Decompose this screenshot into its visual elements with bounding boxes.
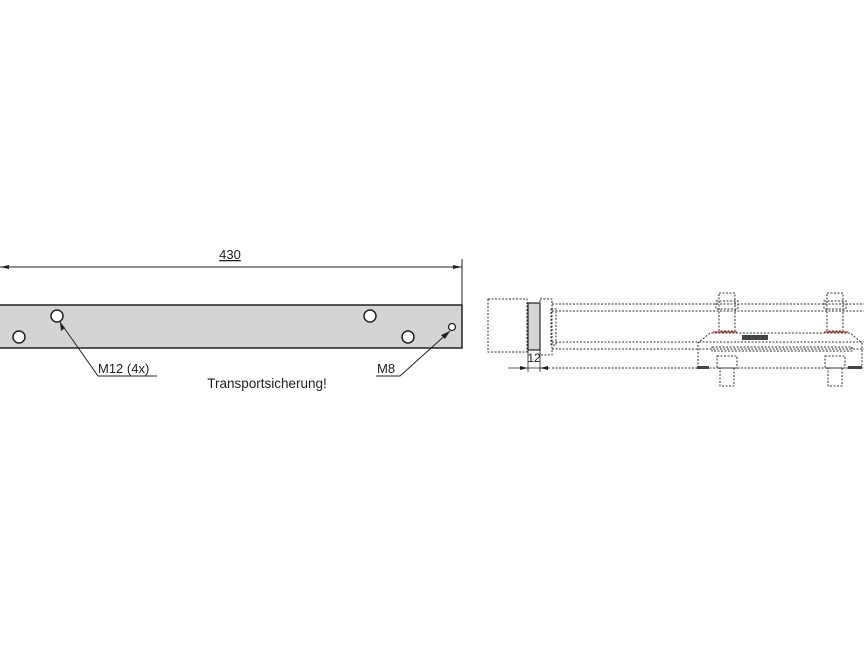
leader-m12 (59, 321, 157, 377)
leader-m8 (376, 330, 451, 377)
m12-hole (363, 309, 377, 323)
bolt-assembly-right (823, 292, 847, 387)
dimension-arrow-right (453, 265, 462, 269)
hidden-base-plate (697, 332, 863, 368)
m12-hole (12, 330, 26, 344)
dimension-label-length: 430 (219, 247, 241, 262)
leader-arrow (60, 322, 65, 331)
foot-pad (697, 366, 709, 369)
foot-pad (848, 366, 862, 369)
note-transport-lock: Transportsicherung! (207, 376, 327, 391)
front-view: 430 M12 (4x) M8 Transportsicherung! (0, 247, 463, 391)
hidden-rail (711, 346, 853, 352)
dimension-label-thickness: 12 (527, 351, 541, 365)
side-view: 12 (487, 292, 864, 387)
hidden-outline (487, 298, 528, 353)
bar-section (527, 302, 541, 351)
m12-hole (50, 309, 64, 323)
label-m12: M12 (4x) (98, 361, 149, 376)
hidden-flange-detail (550, 308, 557, 346)
dimension-arrow-left (0, 265, 9, 269)
leader-arrow (441, 331, 450, 339)
m8-hole (447, 322, 457, 332)
bolt-assembly-left (715, 292, 739, 387)
dimension-arrow (540, 366, 548, 370)
hidden-flange (539, 298, 553, 356)
label-plate (742, 335, 768, 340)
m12-hole (401, 330, 415, 344)
label-m8: M8 (377, 361, 395, 376)
transport-lock-bar (0, 304, 463, 349)
dimension-arrow (520, 366, 528, 370)
